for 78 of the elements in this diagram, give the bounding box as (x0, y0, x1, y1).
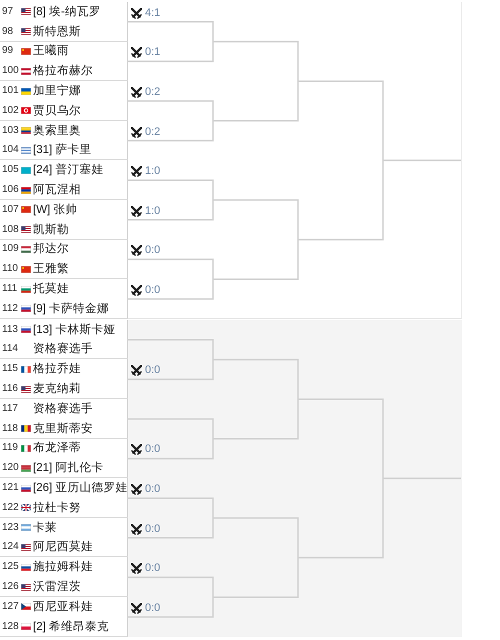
draw-number: 115 (2, 363, 18, 376)
draw-number: 123 (2, 522, 19, 534)
match-score: 0:0 (145, 244, 160, 258)
player-name: [13] 卡林斯卡娅 (33, 322, 116, 337)
draw-number: 105 (2, 164, 19, 176)
player-name: 资格赛选手 (33, 342, 93, 356)
draw-number: 106 (2, 184, 19, 196)
draw-number: 122 (2, 502, 19, 514)
player-name: 格拉布赫尔 (33, 64, 93, 78)
match-score: 0:0 (145, 562, 160, 576)
player-name: 沃雷涅茨 (33, 580, 81, 594)
draw-number: 104 (2, 144, 19, 156)
draw-number: 98 (2, 26, 14, 38)
match-score: 0:0 (145, 364, 160, 378)
match-score: 4:1 (145, 6, 160, 20)
player-name: 贾贝乌尔 (33, 104, 81, 118)
draw-number: 114 (2, 343, 18, 356)
match-score: 0:0 (145, 602, 160, 615)
draw-number: 125 (2, 561, 19, 574)
player-name: 资格赛选手 (33, 402, 93, 416)
draw-number: 107 (2, 204, 19, 216)
match-score: 1:0 (145, 165, 160, 178)
draw-number: 112 (2, 302, 18, 315)
player-name: 邦达尔 (33, 242, 69, 256)
player-name: 格拉乔娃 (33, 362, 81, 376)
player-name: 施拉姆科娃 (33, 560, 93, 574)
draw-number: 121 (2, 482, 19, 494)
draw-number: 124 (2, 541, 19, 554)
draw-number: 97 (2, 6, 14, 18)
player-name: [24] 普汀塞娃 (33, 163, 104, 178)
player-name: [31] 萨卡里 (33, 143, 92, 158)
player-name: 阿瓦涅相 (33, 183, 81, 198)
player-name: [26] 亚历山德罗娃 (33, 481, 128, 496)
draw-number: 109 (2, 243, 19, 256)
player-name: [8] 埃-纳瓦罗 (33, 4, 101, 19)
draw-number: 103 (2, 124, 19, 137)
match-score: 0:2 (145, 126, 160, 139)
draw-number: 101 (2, 85, 19, 98)
draw-number: 117 (2, 402, 18, 415)
player-name: 托莫娃 (33, 282, 69, 296)
match-score: 0:0 (145, 284, 160, 297)
player-name: 凯斯勒 (33, 222, 69, 237)
draw-number: 118 (2, 422, 18, 435)
draw-number: 111 (2, 283, 18, 296)
draw-number: 119 (2, 442, 18, 454)
match-score: 0:1 (145, 46, 160, 60)
match-score: 0:2 (145, 86, 160, 99)
player-name: [9] 卡萨特金娜 (33, 302, 109, 316)
match-score: 0:0 (145, 482, 160, 496)
player-name: 加里宁娜 (33, 84, 81, 98)
player-name: 西尼亚科娃 (33, 600, 93, 614)
match-score: 1:0 (145, 204, 160, 218)
draw-number: 100 (2, 65, 19, 78)
draw-number: 108 (2, 224, 19, 236)
player-name: 布龙泽蒂 (33, 441, 81, 456)
player-name: [2] 希维昂泰克 (33, 620, 109, 634)
match-score: 0:0 (145, 443, 160, 456)
draw-number: 99 (2, 45, 14, 58)
player-name: 斯特恩斯 (33, 24, 81, 39)
draw-number: 113 (2, 324, 18, 336)
draw-number: 120 (2, 462, 19, 474)
player-name: [21] 阿扎伦卡 (33, 461, 104, 476)
player-name: 拉杜卡努 (33, 500, 81, 515)
draw-number: 102 (2, 104, 19, 117)
player-name: 王曦雨 (33, 44, 69, 58)
player-name: 王雅繁 (33, 262, 69, 276)
player-name: [W] 张帅 (33, 202, 78, 217)
match-score: 0:0 (145, 522, 160, 536)
draw-number: 116 (2, 383, 18, 396)
draw-number: 127 (2, 600, 19, 613)
player-name: 麦克纳莉 (33, 382, 81, 396)
player-name: 卡莱 (33, 520, 57, 535)
player-name: 阿尼西莫娃 (33, 540, 93, 554)
draw-number: 126 (2, 581, 19, 594)
draw-number: 128 (2, 620, 19, 633)
player-name: 奥索里奥 (33, 124, 81, 138)
draw-number: 110 (2, 263, 18, 276)
player-name: 克里斯蒂安 (33, 422, 93, 436)
